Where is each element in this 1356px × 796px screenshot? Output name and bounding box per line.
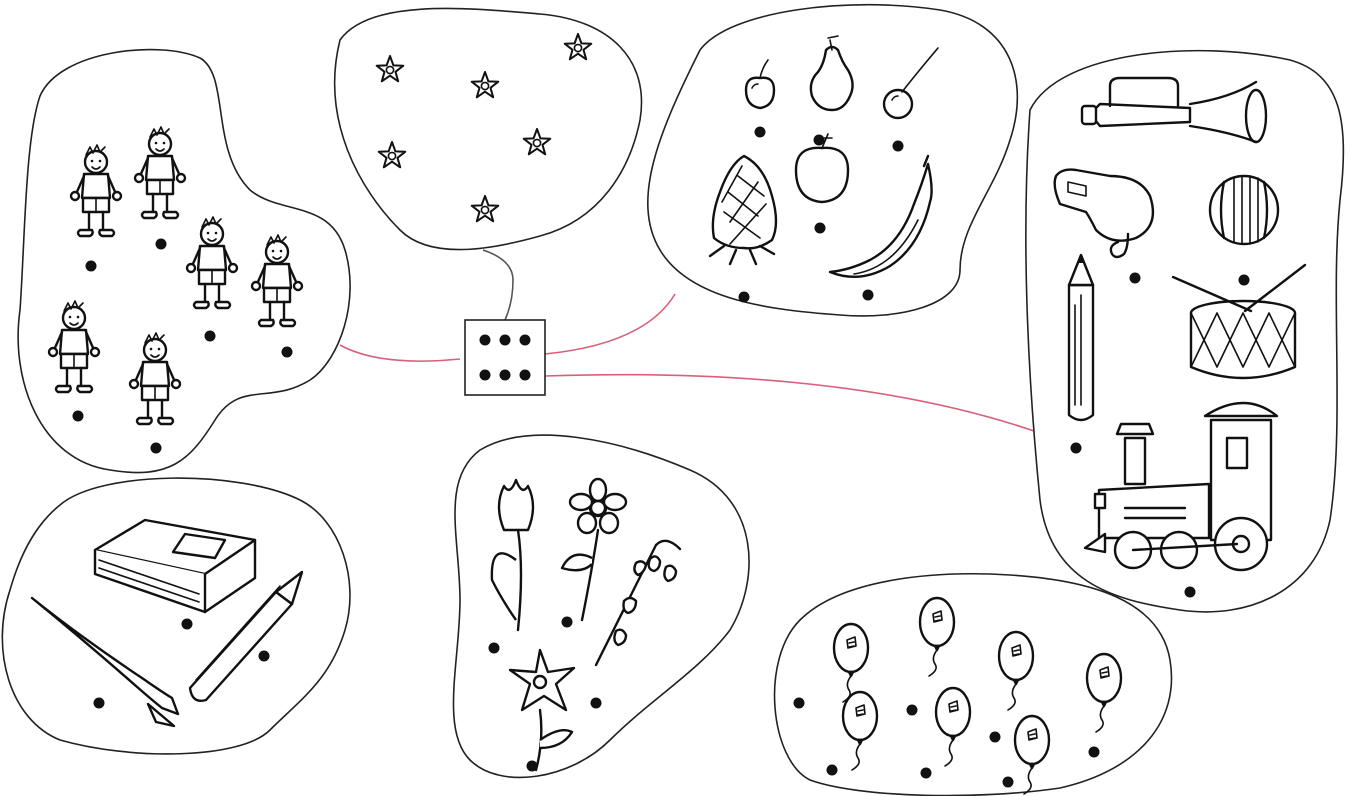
- answer-dot[interactable]: [282, 347, 293, 358]
- answer-dot[interactable]: [755, 127, 766, 138]
- answer-dot[interactable]: [1185, 587, 1196, 598]
- die-pip: [500, 370, 511, 381]
- answer-dot[interactable]: [739, 292, 750, 303]
- answer-dot[interactable]: [73, 411, 84, 422]
- answer-dot[interactable]: [182, 619, 193, 630]
- answer-dot[interactable]: [827, 765, 838, 776]
- answer-dot[interactable]: [815, 223, 826, 234]
- answer-dot[interactable]: [893, 141, 904, 152]
- die-pip: [480, 370, 491, 381]
- answer-dot[interactable]: [1089, 747, 1100, 758]
- answer-dot[interactable]: [794, 698, 805, 709]
- answer-dot[interactable]: [814, 135, 825, 146]
- die-six: [465, 320, 545, 395]
- answer-dot[interactable]: [1071, 443, 1082, 454]
- die-pip: [480, 335, 491, 346]
- connector-fruits-die: [545, 294, 675, 354]
- answer-dot[interactable]: [86, 261, 97, 272]
- connector-toys-die: [545, 375, 1037, 432]
- school-supplies-group: [2, 478, 350, 754]
- balloons-group: [775, 574, 1172, 796]
- answer-dot[interactable]: [990, 732, 1001, 743]
- answer-dot[interactable]: [562, 617, 573, 628]
- die-pip: [520, 335, 531, 346]
- answer-dot[interactable]: [151, 443, 162, 454]
- fruits-group: [648, 5, 1018, 316]
- die-pip: [520, 370, 531, 381]
- answer-dot[interactable]: [1239, 275, 1250, 286]
- answer-dot[interactable]: [1130, 273, 1141, 284]
- connector-boys-die: [340, 345, 460, 361]
- answer-dot[interactable]: [527, 761, 538, 772]
- ball-icon: [1210, 176, 1278, 244]
- die-pip: [500, 335, 511, 346]
- answer-dot[interactable]: [863, 290, 874, 301]
- answer-dot[interactable]: [907, 705, 918, 716]
- boys-group: [18, 50, 350, 473]
- stars-group: [335, 8, 642, 249]
- connector-stars-die: [483, 250, 513, 320]
- answer-dot[interactable]: [489, 643, 500, 654]
- pencil-icon: [1069, 255, 1093, 420]
- answer-dot[interactable]: [1003, 777, 1014, 788]
- answer-dot[interactable]: [156, 239, 167, 250]
- flowers-group: [453, 435, 749, 777]
- answer-dot[interactable]: [591, 698, 602, 709]
- answer-dot[interactable]: [94, 698, 105, 709]
- answer-dot[interactable]: [259, 651, 270, 662]
- answer-dot[interactable]: [921, 768, 932, 779]
- toys-group: [1026, 51, 1344, 612]
- answer-dot[interactable]: [205, 331, 216, 342]
